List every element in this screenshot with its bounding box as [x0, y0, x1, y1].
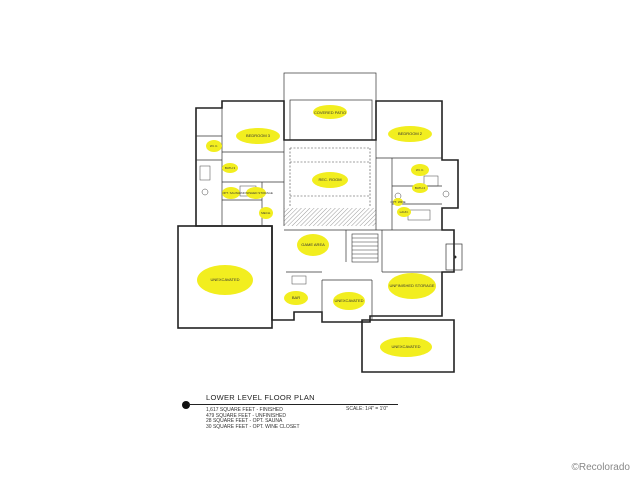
bay-right	[445, 243, 463, 271]
label-bedroom-3: BEDROOM 3	[246, 133, 271, 138]
label-unfinished-storage-left: UNFINISHED STORAGE	[239, 191, 273, 195]
building-outline	[195, 100, 459, 323]
stairs	[351, 233, 379, 263]
label-unfinished-storage-right: UNFINISHED STORAGE	[389, 283, 434, 288]
watermark: ©Recolorado	[571, 462, 630, 473]
note-wine-closet: 30 SQUARE FEET - OPT. WINE CLOSET	[206, 423, 300, 430]
label-game-area: GAME AREA	[301, 242, 325, 247]
unexcavated-right-outline	[361, 319, 455, 373]
label-rec-room: REC. ROOM	[318, 177, 341, 182]
label-wine: OPT. WINE	[390, 200, 405, 204]
title-rule	[188, 404, 398, 405]
plan-scale: SCALE: 1/4" = 1'0"	[346, 406, 388, 412]
label-wic-left: W.I.C.	[210, 144, 218, 148]
label-unexcavated-left: UNEXCAVATED	[210, 277, 239, 282]
area-notes: 1,617 SQUARE FEET - FINISHED 479 SQUARE …	[206, 407, 300, 430]
label-opt-sauna: OPT. SAUNA	[222, 191, 240, 195]
room-highlights	[197, 105, 436, 357]
label-mech: MECH.	[261, 211, 271, 215]
label-unexcavated-right: UNEXCAVATED	[391, 344, 420, 349]
label-bar: BAR	[292, 295, 300, 300]
plan-title: LOWER LEVEL FLOOR PLAN	[206, 393, 315, 402]
note-unfinished: 479 SQUARE FEET - UNFINISHED	[206, 412, 286, 419]
note-sauna: 28 SQUARE FEET - OPT. SAUNA	[206, 418, 283, 425]
unexcavated-left-outline	[177, 225, 273, 329]
note-finished: 1,617 SQUARE FEET - FINISHED	[206, 407, 283, 413]
plan-legend: LOWER LEVEL FLOOR PLAN 1,617 SQUARE FEET…	[182, 393, 398, 429]
bullet-icon	[182, 401, 190, 409]
label-bedroom-2: BEDROOM 2	[398, 131, 423, 136]
hatched-corridor	[284, 208, 376, 226]
label-bath-2: BATH 2	[415, 186, 426, 190]
label-wic-right: W.I.C.	[416, 168, 424, 172]
label-covered-patio: COVERED PATIO	[314, 110, 346, 115]
label-bath-3: BATH 3	[225, 166, 236, 170]
label-unexcavated-center: UNEXCAVATED	[334, 298, 363, 303]
rec-room-dashes	[289, 147, 371, 206]
label-laundry: LAUN.	[400, 210, 409, 214]
room-labels: COVERED PATIO BEDROOM 3 BEDROOM 2 REC. R…	[210, 110, 435, 349]
